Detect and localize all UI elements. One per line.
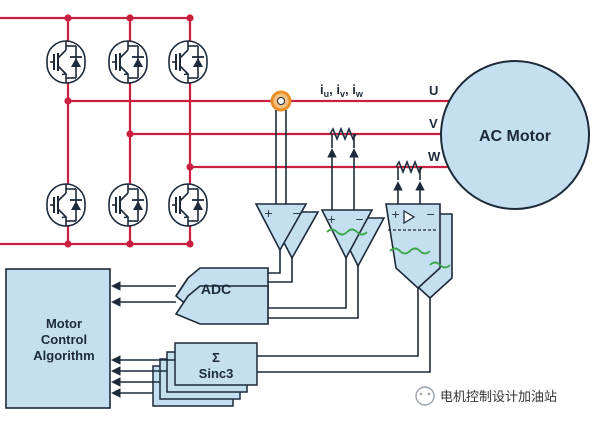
svg-text:Motor: Motor — [46, 316, 82, 331]
controller-input-arrows — [111, 281, 176, 398]
sinc3-filter-stack: Σ Sinc3 — [152, 342, 258, 407]
sigma-delta-modulator: + − — [385, 203, 453, 300]
motor-control-block: Motor Control Algorithm — [5, 268, 111, 409]
igbt-high-u-icon — [46, 40, 86, 84]
igbt-high-w-icon — [168, 40, 208, 84]
svg-text:Control: Control — [41, 332, 87, 347]
igbt-low-w-icon — [168, 183, 208, 227]
svg-text:Σ: Σ — [212, 350, 220, 365]
watermark: 电机控制设计加油站 — [415, 386, 557, 406]
igbt-low-u-icon — [46, 183, 86, 227]
isolated-amplifier: + − — [320, 209, 386, 268]
phase-label-v: V — [429, 116, 438, 131]
amplifier-ct: + − — [254, 203, 320, 260]
adc-label: ADC — [201, 281, 231, 297]
phase-label-w: W — [428, 149, 441, 164]
isolation-wave-icon — [389, 247, 431, 255]
svg-text:+: + — [264, 207, 273, 220]
motor-label: AC Motor — [479, 128, 551, 145]
adc-block: ADC — [174, 267, 269, 325]
bus-junction-dots — [64, 14, 194, 248]
isolation-wave-icon — [429, 261, 451, 269]
ac-motor: AC Motor — [440, 60, 590, 210]
shunt-resistor-w — [393, 159, 425, 206]
svg-text:−: − — [292, 207, 301, 220]
igbt-low-v-icon — [108, 183, 148, 227]
svg-text:电机控制设计加油站: 电机控制设计加油站 — [440, 390, 557, 405]
svg-text:−: − — [426, 208, 435, 221]
phase-label-u: U — [429, 83, 438, 98]
svg-text:+: + — [391, 208, 400, 221]
shunt-resistor-v — [327, 126, 359, 212]
current-labels: iu, iv, iw — [320, 82, 364, 99]
svg-text:−: − — [355, 213, 364, 226]
signal-wires — [257, 250, 431, 373]
svg-text:Algorithm: Algorithm — [33, 348, 94, 363]
igbt-high-v-icon — [108, 40, 148, 84]
buffer-triangle-icon — [403, 209, 416, 225]
current-transformer-sensor — [270, 90, 292, 207]
wechat-icon — [415, 386, 435, 406]
svg-text:Sinc3: Sinc3 — [199, 366, 234, 381]
isolation-wave-icon — [326, 228, 368, 236]
svg-text:+: + — [327, 213, 336, 226]
